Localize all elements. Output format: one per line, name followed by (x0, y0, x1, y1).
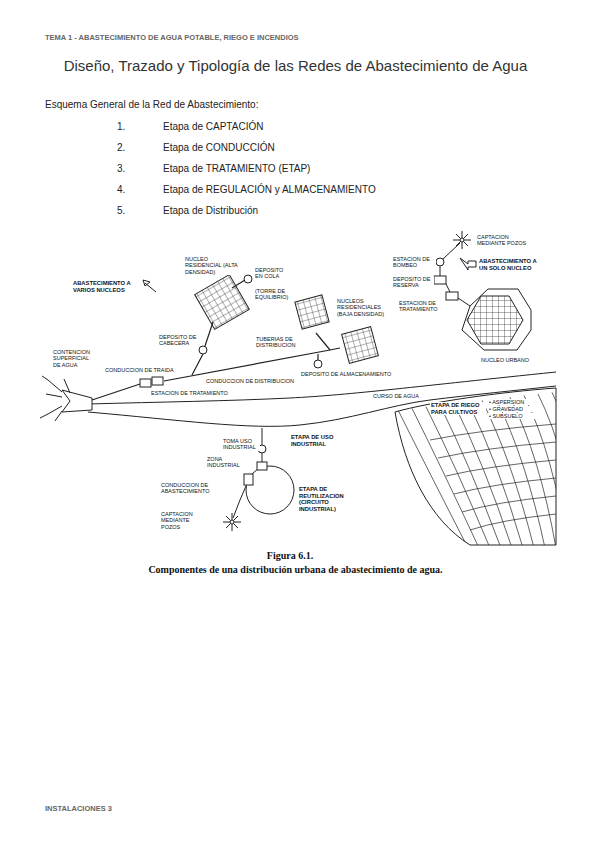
figure-label: • ASPERSION (488, 399, 540, 405)
urban-nucleus (467, 296, 523, 344)
furrow-line (430, 424, 556, 440)
figure-label: ABASTECIMIENTO A VARIOS NUCLEOS (72, 280, 142, 293)
figure-label: DEPOSITO EN COLA (254, 267, 292, 280)
river (88, 372, 556, 426)
figure-label: NUCLEO RESIDENCIAL (ALTA DENSIDAD) (184, 256, 242, 275)
direction-arrow (143, 280, 156, 292)
river-bank (88, 386, 556, 426)
figure-label: ETAPA DE USO INDUSTRIAL (290, 434, 340, 447)
field-furrows (398, 392, 589, 548)
furrow-line (538, 394, 578, 548)
well (460, 238, 464, 242)
direction-arrow (460, 258, 476, 270)
figure-number: Figura 6.1. (190, 550, 390, 562)
grid-low-density (295, 295, 329, 329)
figure-label: ESTACION DE BOMBEO (392, 256, 436, 269)
industrial-box (244, 474, 253, 485)
figure-label: ETAPA DE RIEGO PARA CULTIVOS (430, 402, 486, 415)
furrow-line (470, 514, 556, 530)
ring-main (462, 289, 531, 350)
figure-label: ESTACION DE TRATAMIENTO (150, 390, 242, 396)
box (140, 379, 151, 387)
residential-grids (195, 275, 379, 364)
list-number: 5. (117, 205, 125, 217)
figure-label: DEPOSITO DE RESERVA (392, 276, 434, 289)
figure-label: ABASTECIMIENTO A UN SOLO NUCLEO (478, 258, 544, 271)
page-title: Diseño, Trazado y Tipología de las Redes… (0, 57, 595, 75)
section-heading: Esquema General de la Red de Abastecimie… (45, 99, 258, 111)
figure-label: TOMA USO INDUSTRIAL (222, 438, 260, 451)
figure-label: TUBERIAS DE DISTRIBUCION (255, 336, 297, 349)
box (152, 377, 163, 385)
storage-tank (314, 360, 322, 368)
pipe (317, 354, 318, 360)
furrow-line (412, 408, 479, 548)
figure-label: NUCLEOS RESIDENCIALES (BAJA DENSIDAD) (336, 298, 390, 317)
supply-pipe (92, 384, 140, 400)
figure-label: DEPOSITO DE CABECERA (158, 334, 198, 347)
supply-pipe (233, 486, 246, 518)
tail-tank (244, 275, 252, 283)
list-item: Etapa de CONDUCCIÓN (163, 142, 275, 154)
river-bank (88, 372, 556, 404)
pump-station (436, 258, 444, 266)
list-item: Etapa de CAPTACIÓN (163, 121, 263, 133)
list-number: 3. (117, 163, 125, 175)
furrow-line (454, 478, 556, 494)
figure-label: ESTACION DE TRATAMIENTO (398, 300, 445, 313)
furrow-line (468, 402, 523, 548)
figure-label: DEPOSITO DE ALMACENAMIENTO (300, 371, 398, 377)
well (230, 520, 234, 524)
industrial-supply (223, 428, 294, 531)
list-item: Etapa de REGULACIÓN y ALMACENAMIENTO (163, 184, 376, 196)
figure-label: ETAPA DE REUTILIZACION (CIRCUITO INDUSTR… (298, 486, 354, 513)
furrow-line (446, 460, 556, 476)
figure-label: CONDUCCION DE DISTRIBUCION (205, 378, 299, 384)
figure-label: CONDUCCION DE TRAIDA (104, 367, 186, 373)
figure-label: • GRAVEDAD (488, 406, 540, 412)
furrow-line (496, 399, 545, 548)
surface-reservoir (40, 376, 92, 421)
page-footer: INSTALACIONES 3 (45, 804, 112, 813)
single-nucleus-supply (434, 231, 531, 350)
furrow-line (440, 405, 501, 548)
furrow-line (462, 496, 556, 512)
figure-label: CONTENCION SUPERFICIAL DE AGUA (52, 349, 98, 368)
furrow-line (552, 392, 589, 548)
reservoir-outline (62, 390, 92, 412)
irrigation-field (395, 388, 589, 548)
well-symbol (223, 513, 241, 531)
river-label: CURSO DE AGUA (372, 393, 424, 399)
treatment-box (446, 292, 458, 300)
reserve-tank (434, 276, 446, 284)
pipe (440, 243, 470, 306)
streams (40, 376, 70, 421)
figure-label: ZONA INDUSTRIAL (206, 456, 244, 469)
page-header: TEMA 1 - ABASTECIMIENTO DE AGUA POTABLE,… (45, 33, 299, 42)
list-item: Etapa de TRATAMIENTO (ETAP) (163, 163, 310, 175)
industrial-box (257, 462, 267, 470)
figure-label: CAPTACION MEDIANTE POZOS (476, 234, 528, 247)
head-tank (199, 346, 207, 354)
figure-label: CONDUCCION DE ABASTECIMIENTO (160, 482, 210, 495)
field-outline (395, 388, 556, 545)
grid-high-density (195, 275, 250, 330)
grid-low-density (342, 327, 379, 364)
list-number: 2. (117, 142, 125, 154)
list-number: 4. (117, 184, 125, 196)
figure-label: CAPTACION MEDIANTE POZOS (160, 511, 210, 530)
figure-caption: Componentes de una distribución urbana d… (0, 564, 595, 576)
figure-label: (TORRE DE EQUILIBRIO) (254, 288, 298, 301)
list-number: 1. (117, 121, 125, 133)
figure-label: NUCLEO URBANO (480, 357, 542, 363)
list-item: Etapa de Distribución (163, 205, 258, 217)
figure-label: • SUBSUELO (488, 413, 540, 419)
furrow-line (438, 442, 556, 458)
recycling-circuit (246, 466, 294, 514)
pipe (316, 333, 330, 350)
well-symbol (453, 231, 471, 249)
furrow-line (398, 410, 468, 548)
